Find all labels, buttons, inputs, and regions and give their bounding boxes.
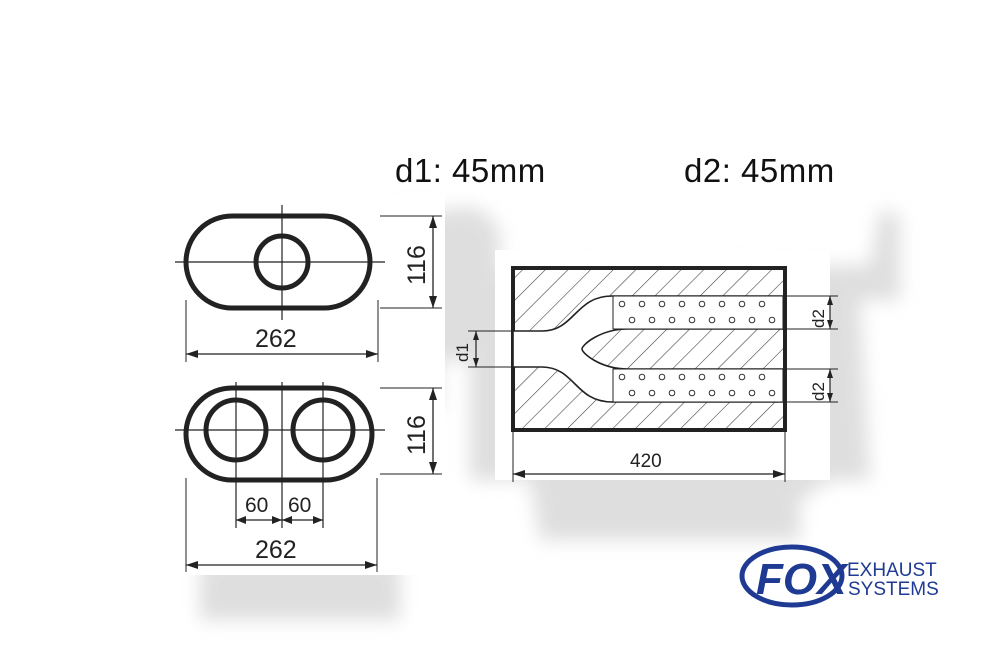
perforation-dot [658,300,666,308]
perforation-dot [668,389,676,397]
perforation-dot [648,389,656,397]
logo-ellipse [739,544,845,608]
d1-header: d1: 45mm [395,152,546,189]
logo-line2: SYSTEMS [848,579,939,600]
perforation-dot [668,316,676,324]
perforation-dot [748,389,756,397]
perforation-dot [738,373,746,381]
logo-line1: EXHAUST [847,560,937,581]
perforation-dot [708,316,716,324]
perforation-dot [718,300,726,308]
outlet-bottom-label: d2 [809,382,828,401]
perforation-dot [698,300,706,308]
perforation-dot [698,373,706,381]
single-oval-view [175,205,442,362]
logo-brand-text: FOX [756,555,849,604]
perforation-dot [628,316,636,324]
d2-header: d2: 45mm [684,152,835,189]
perforation-dot [628,389,636,397]
fox-logo: FOX EXHAUST SYSTEMS [739,544,939,608]
perforation-dot [728,389,736,397]
spacing-right-label: 60 [288,494,311,517]
left-panel [165,195,445,575]
perforation-dot [748,316,756,324]
perforation-dot [638,373,646,381]
length-label: 420 [630,451,662,472]
double-oval-view [175,382,442,572]
single-width-label: 262 [255,325,297,353]
perforation-dot [678,300,686,308]
perforation-dot [718,373,726,381]
perforated-pipe-top [612,295,784,330]
perforation-dot [758,300,766,308]
perforation-dot [688,316,696,324]
perforation-dot [728,316,736,324]
spacing-left-label: 60 [245,494,268,517]
perforation-dot [648,316,656,324]
perforation-dots [618,300,776,397]
perforation-dot [688,389,696,397]
perforation-dot [638,300,646,308]
perforation-dot [758,373,766,381]
double-oval-outline [183,385,375,483]
perforation-dot [618,300,626,308]
perforation-dot [738,300,746,308]
double-height-label: 116 [403,415,431,455]
double-width-label: 262 [255,536,297,564]
single-oval-outline [183,213,373,311]
inlet-label: d1 [453,343,472,362]
perforation-dot [678,373,686,381]
perforation-dot [618,373,626,381]
outlet-top-label: d2 [809,309,828,328]
perforation-dot [708,389,716,397]
side-section-view [468,266,838,482]
perforated-pipe-bottom [612,368,784,403]
perforation-dot [768,316,776,324]
perforation-dot [658,373,666,381]
perforation-dot [768,389,776,397]
single-height-label: 116 [403,245,431,285]
